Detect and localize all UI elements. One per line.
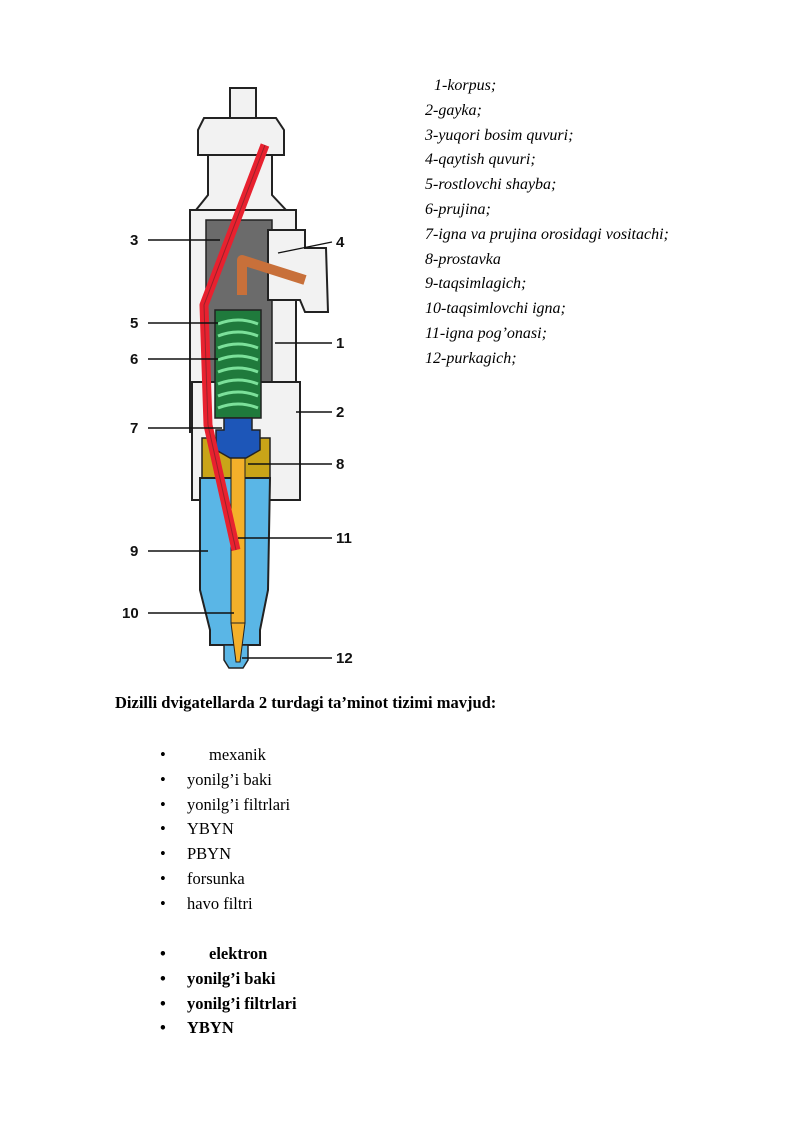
list-item: •yonilg’i baki — [160, 768, 290, 793]
bullet-icon: • — [160, 844, 166, 864]
list-item: •YBYN — [160, 1016, 297, 1041]
top-fitting — [229, 87, 257, 119]
list-item: •forsunka — [160, 867, 290, 892]
callout-8: 8 — [336, 456, 344, 473]
list-title-mechanical: •mexanik — [160, 743, 290, 768]
electronic-system-list: •elektron •yonilg’i baki •yonilg’i filtr… — [160, 942, 297, 1041]
bullet-icon: • — [160, 993, 166, 1013]
callout-5: 5 — [130, 315, 138, 332]
bullet-icon: • — [160, 868, 166, 888]
legend-item: 7-igna va prujina orosidagi vositachi; — [425, 225, 669, 243]
callout-11: 11 — [336, 530, 352, 547]
spring — [217, 318, 259, 410]
mechanical-system-list: •mexanik •yonilg’i baki •yonilg’i filtrl… — [160, 743, 290, 917]
legend-item: 9-taqsimlagich; — [425, 275, 527, 293]
list-item: •yonilg’i filtrlari — [160, 992, 297, 1017]
callout-9: 9 — [130, 543, 138, 560]
bullet-icon: • — [160, 944, 166, 963]
callout-6: 6 — [130, 351, 138, 368]
list-title-electronic: •elektron — [160, 942, 297, 967]
bullet-icon: • — [160, 745, 166, 764]
leader-lines — [148, 239, 333, 659]
legend-item: 12-purkagich; — [425, 349, 517, 367]
callout-12: 12 — [336, 650, 353, 667]
list-item: •havo filtri — [160, 892, 290, 917]
top-nut — [197, 117, 285, 156]
callout-7: 7 — [130, 420, 138, 437]
bullet-icon: • — [160, 794, 166, 814]
callout-10: 10 — [122, 605, 139, 622]
legend-item: 4-qaytish quvuri; — [425, 151, 536, 169]
list-item: •YBYN — [160, 817, 290, 842]
legend-item: 6-prujina; — [425, 200, 491, 218]
bullet-icon: • — [160, 819, 166, 839]
legend-item: 1-korpus; — [434, 77, 497, 94]
injector-diagram: 3 5 6 7 9 10 4 1 2 8 11 12 — [122, 87, 353, 669]
section-heading: Dizilli dvigatellarda 2 turdagi ta’minot… — [115, 693, 497, 712]
bullet-icon: • — [160, 1018, 166, 1038]
pusher — [215, 417, 261, 459]
callout-2: 2 — [336, 404, 344, 421]
callout-4: 4 — [336, 234, 345, 251]
high-pressure-line — [199, 143, 270, 551]
legend-item: 5-rostlovchi shayba; — [425, 176, 557, 194]
bullet-icon: • — [160, 893, 166, 913]
legend-item: 8-prostavka — [425, 250, 501, 268]
legend-item: 10-taqsimlovchi igna; — [425, 300, 566, 318]
bullet-icon: • — [160, 968, 166, 988]
return-line — [237, 255, 307, 295]
needle-tip — [230, 622, 246, 663]
callout-3: 3 — [130, 232, 138, 249]
legend-item: 3-yuqori bosim quvuri; — [425, 126, 574, 144]
legend-item: 11-igna pog’onasi; — [425, 324, 547, 342]
list-item: •PBYN — [160, 842, 290, 867]
diagram-legend: 1-korpus; 2-gayka; 3-yuqori bosim quvuri… — [425, 74, 669, 372]
spring-housing — [214, 309, 262, 419]
callout-1: 1 — [336, 335, 344, 352]
return-fitting — [267, 229, 330, 313]
list-item: •yonilg’i filtrlari — [160, 793, 290, 818]
list-item: •yonilg’i baki — [160, 967, 297, 992]
legend-item: 2-gayka; — [425, 101, 482, 119]
bullet-icon: • — [160, 769, 166, 789]
